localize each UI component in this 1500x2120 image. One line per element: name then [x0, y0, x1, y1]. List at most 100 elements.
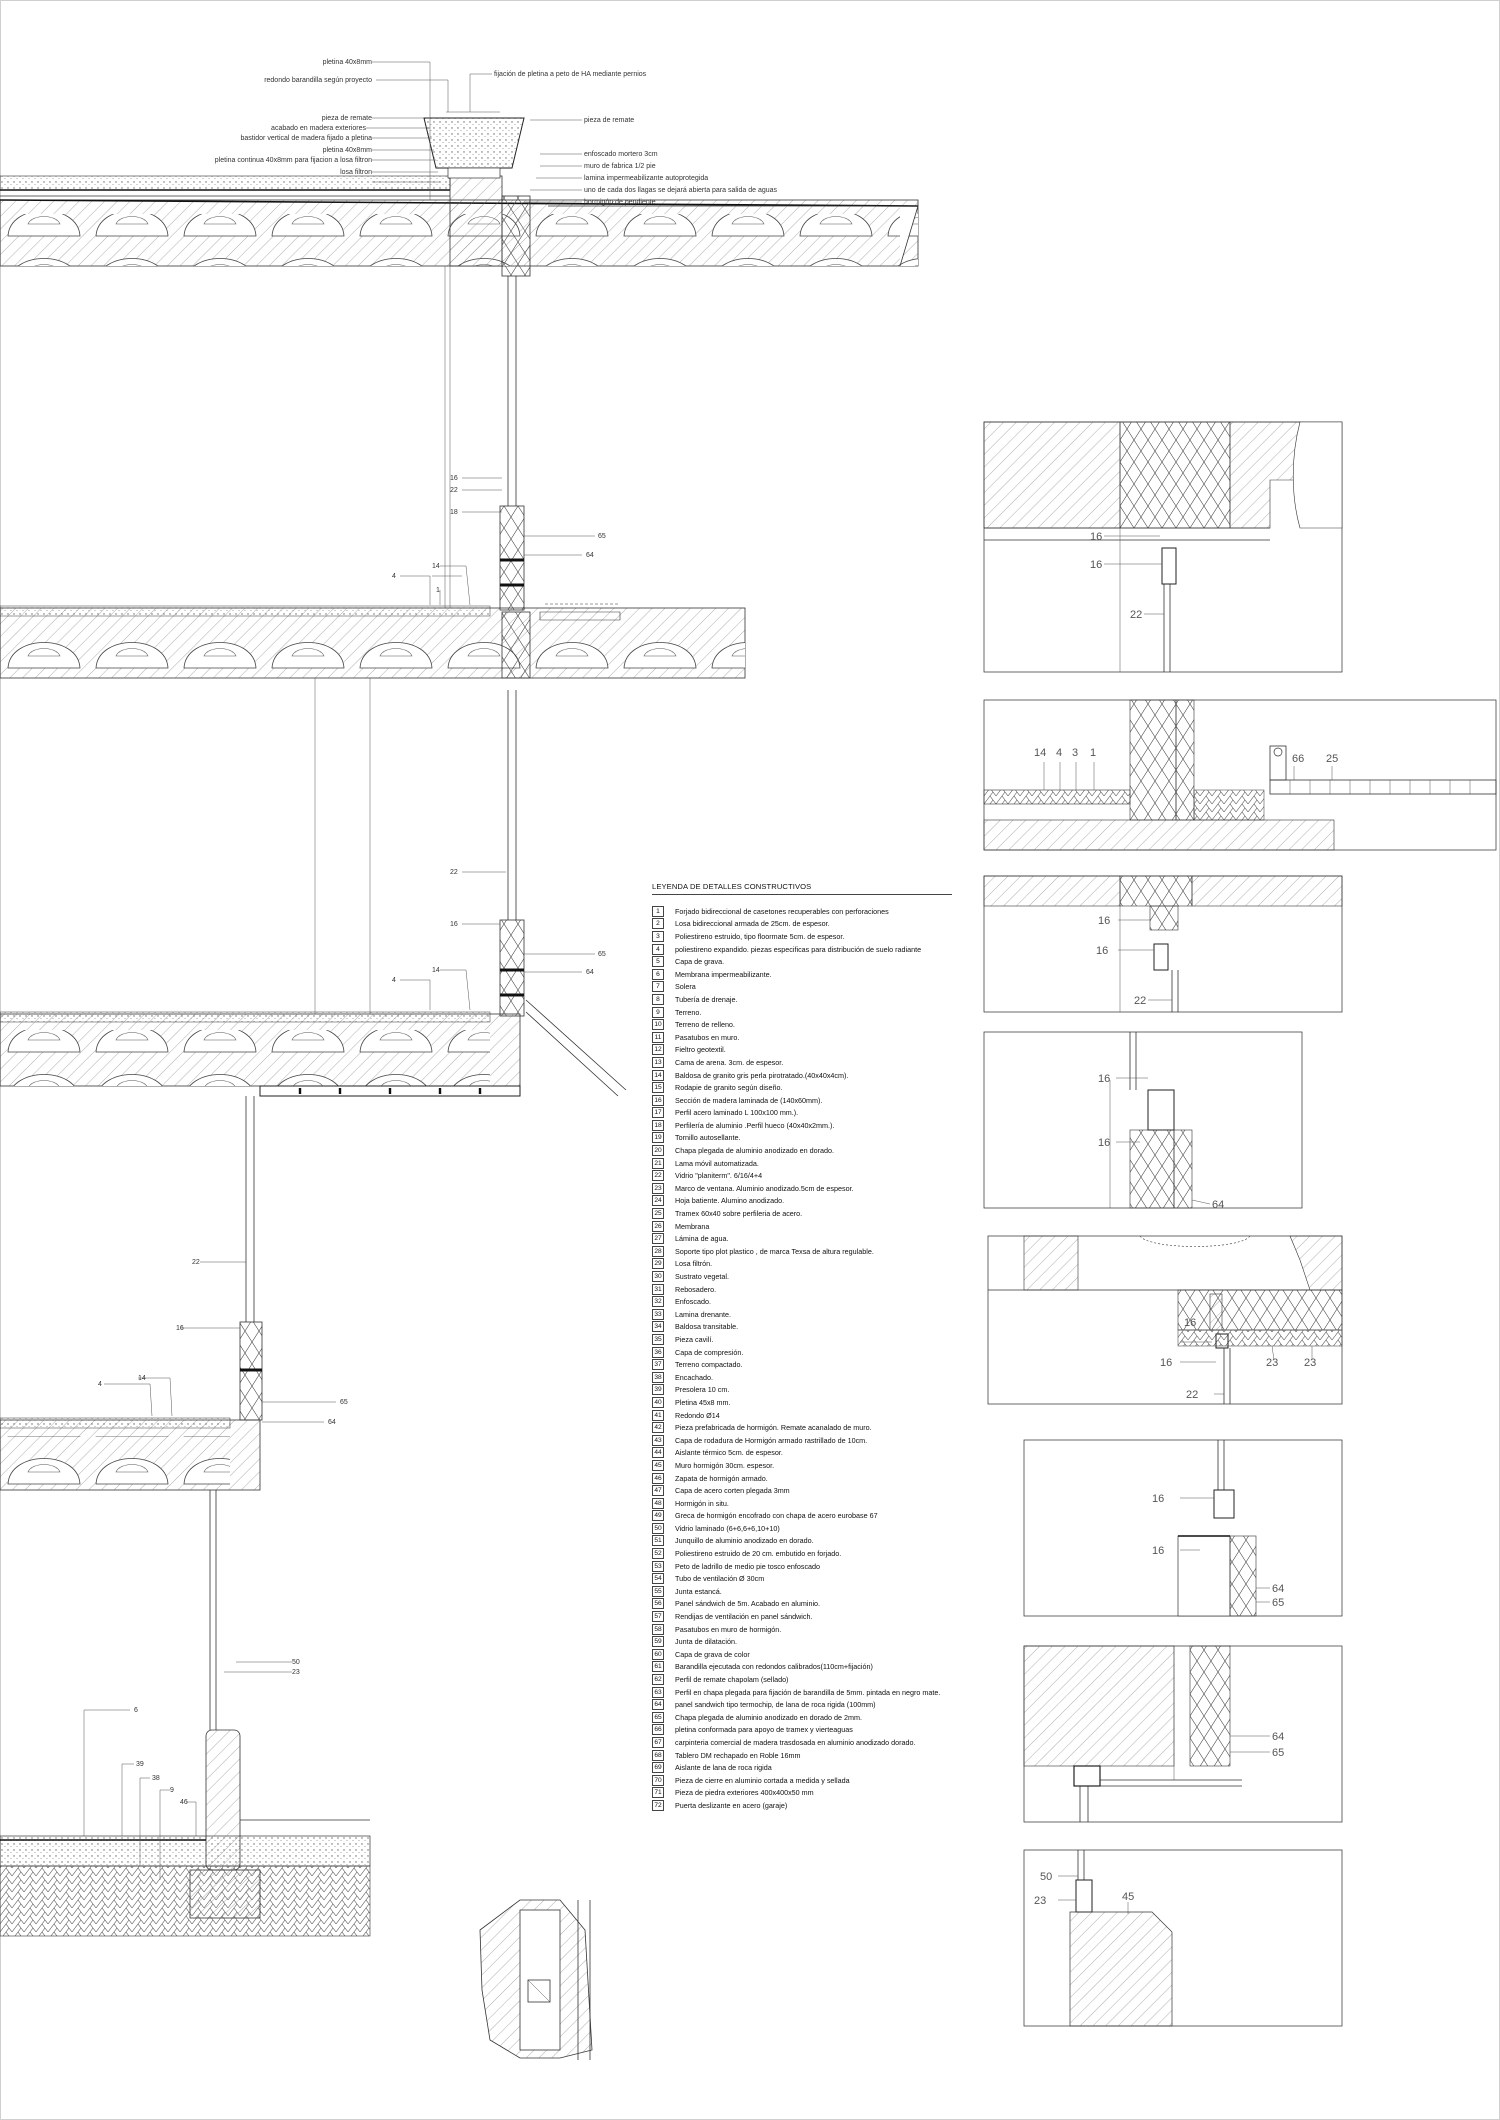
- legend-item-text: Junta de dilatación.: [675, 1637, 737, 1647]
- detail-2-label-66: 66: [1292, 753, 1304, 765]
- legend-item-number: 70: [652, 1774, 664, 1786]
- detail-8-label-50: 50: [1040, 1871, 1052, 1883]
- legend-item-text: Terreno.: [675, 1007, 702, 1017]
- legend-item: 54 Tubo de ventilación Ø 30cm: [652, 1572, 952, 1585]
- legend-item-text: Enfoscado.: [675, 1297, 711, 1307]
- detail-4: 16 16 64: [983, 1031, 1303, 1211]
- legend-item-text: Hoja batiente. Alumino anodizado.: [675, 1196, 785, 1206]
- label-14-c: 14: [138, 1375, 146, 1382]
- detail-2-label-3: 3: [1072, 747, 1078, 759]
- legend-item-number: 5: [652, 956, 664, 968]
- legend-item-number: 56: [652, 1598, 664, 1610]
- legend-item-number: 60: [652, 1648, 664, 1660]
- legend-item: 5 Capa de grava.: [652, 955, 952, 968]
- legend-item-number: 8: [652, 993, 664, 1005]
- legend-item-number: 22: [652, 1170, 664, 1182]
- label-9: 9: [170, 1787, 174, 1794]
- legend-item-text: Capa de grava.: [675, 957, 725, 967]
- legend-item-number: 36: [652, 1346, 664, 1358]
- legend-item-text: Tubo de ventilación Ø 30cm: [675, 1574, 765, 1584]
- legend-item: 6 Membrana impermeabilizante.: [652, 968, 952, 981]
- legend-item-text: carpinteria comercial de madera trasdosa…: [675, 1737, 916, 1747]
- legend-item-number: 58: [652, 1623, 664, 1635]
- label-4-b: 4: [392, 977, 396, 984]
- detail-2: 14 4 3 1 66 25: [983, 699, 1497, 851]
- legend-item-number: 12: [652, 1044, 664, 1056]
- legend-item-number: 69: [652, 1762, 664, 1774]
- legend-item-number: 28: [652, 1245, 664, 1257]
- legend-title: LEYENDA DE DETALLES CONSTRUCTIVOS: [652, 882, 952, 895]
- legend-item-text: Sustrato vegetal.: [675, 1272, 729, 1282]
- legend-item-text: Soporte tipo plot plastico , de marca Te…: [675, 1246, 874, 1256]
- legend-item: 52 Poliestireno estruido de 20 cm. embuti…: [652, 1547, 952, 1560]
- annotation-acabado: acabado en madera exteriores: [271, 125, 366, 132]
- legend-item-text: Poliestireno estruido de 20 cm. embutido…: [675, 1549, 842, 1559]
- legend-item-text: Losa bidireccional armada de 25cm. de es…: [675, 919, 830, 929]
- legend-item-number: 21: [652, 1157, 664, 1169]
- legend-item-number: 57: [652, 1611, 664, 1623]
- legend-item-number: 63: [652, 1686, 664, 1698]
- legend-item-text: Pieza cavilí.: [675, 1334, 714, 1344]
- roof-gravel-layer: [0, 175, 451, 191]
- legend-item-number: 49: [652, 1510, 664, 1522]
- legend-item-number: 54: [652, 1573, 664, 1585]
- legend-item-text: Pieza de cierre en aluminio cortada a me…: [675, 1775, 850, 1785]
- legend-item-text: Junquillo de aluminio anodizado en dorad…: [675, 1536, 814, 1546]
- legend-item-text: Hormigón in situ.: [675, 1498, 729, 1508]
- legend-item-number: 62: [652, 1674, 664, 1686]
- detail-5-label-23b: 23: [1304, 1357, 1316, 1369]
- legend-item-number: 72: [652, 1799, 664, 1811]
- annotation-hormigon: hormigón de pendiente: [584, 199, 656, 206]
- legend-item-text: Chapa plegada de aluminio anodizado en d…: [675, 1146, 835, 1156]
- legend-item-text: pletina conformada para apoyo de tramex …: [675, 1725, 853, 1735]
- legend-item-number: 52: [652, 1548, 664, 1560]
- legend-item-text: Marco de ventana. Aluminio anodizado.5cm…: [675, 1183, 854, 1193]
- legend-item-number: 26: [652, 1220, 664, 1232]
- legend-item-text: Membrana impermeabilizante.: [675, 969, 772, 979]
- legend-item-number: 4: [652, 943, 664, 955]
- label-46: 46: [180, 1799, 188, 1806]
- detail-3-label-16b: 16: [1096, 945, 1108, 957]
- legend-item-number: 2: [652, 918, 664, 930]
- legend-item-text: Presolera 10 cm.: [675, 1385, 730, 1395]
- detail-8: 50 23 45: [1023, 1849, 1343, 2027]
- legend-item-number: 10: [652, 1019, 664, 1031]
- detail-3: 16 16 22: [983, 875, 1343, 1013]
- legend-item-text: Chapa plegada de aluminio anodizado en d…: [675, 1712, 863, 1722]
- label-18: 18: [450, 509, 458, 516]
- legend-item-number: 42: [652, 1422, 664, 1434]
- legend-item-text: Rodapie de granito según diseño.: [675, 1083, 783, 1093]
- annotation-enfoscado: enfoscado mortero 3cm: [584, 151, 658, 158]
- legend-item-number: 6: [652, 968, 664, 980]
- annotation-fijacion: fijación de pletina a peto de HA mediant…: [494, 71, 647, 78]
- legend-item-number: 11: [652, 1031, 664, 1043]
- legend-item-number: 46: [652, 1472, 664, 1484]
- foundation-wall: [205, 1729, 241, 1871]
- label-39: 39: [136, 1761, 144, 1768]
- detail-5-label-22: 22: [1186, 1389, 1198, 1401]
- legend-item-text: Zapata de hormigón armado.: [675, 1473, 768, 1483]
- legend-item-text: Poliestireno estruido, tipo floormate 5c…: [675, 931, 845, 941]
